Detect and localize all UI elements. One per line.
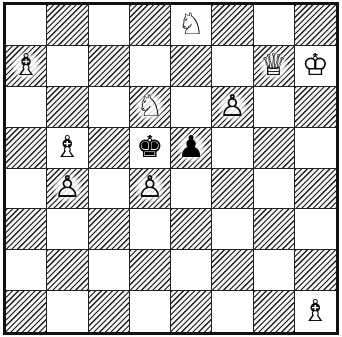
square-h3[interactable] (295, 209, 336, 250)
square-b3[interactable] (47, 209, 88, 250)
square-b8[interactable] (47, 5, 88, 46)
white-bishop-piece[interactable]: ♗ (302, 297, 329, 327)
chess-board: ♘ ♗ ♕ ♔ ♘ ♙ ♗ ♚ ♟ ♙ ♙ ♗ (6, 5, 336, 332)
square-b4[interactable]: ♙ (47, 169, 88, 210)
white-bishop-piece[interactable]: ♗ (12, 50, 41, 82)
square-g5[interactable] (254, 128, 295, 169)
square-c3[interactable] (89, 209, 130, 250)
square-f3[interactable] (212, 209, 253, 250)
square-g6[interactable] (254, 87, 295, 128)
square-h5[interactable] (295, 128, 336, 169)
square-a4[interactable] (6, 169, 47, 210)
square-a3[interactable] (6, 209, 47, 250)
square-h1[interactable]: ♗ (295, 291, 336, 332)
white-pawn-piece[interactable]: ♙ (218, 91, 247, 123)
square-c5[interactable] (89, 128, 130, 169)
square-f7[interactable] (212, 46, 253, 87)
square-c8[interactable] (89, 5, 130, 46)
chess-board-frame: ♘ ♗ ♕ ♔ ♘ ♙ ♗ ♚ ♟ ♙ ♙ ♗ (3, 2, 339, 335)
square-e3[interactable] (171, 209, 212, 250)
square-e1[interactable] (171, 291, 212, 332)
square-g2[interactable] (254, 250, 295, 291)
square-c7[interactable] (89, 46, 130, 87)
square-d2[interactable] (130, 250, 171, 291)
square-f4[interactable] (212, 169, 253, 210)
square-d5[interactable]: ♚ (130, 128, 171, 169)
white-queen-piece[interactable]: ♕ (259, 50, 288, 82)
black-pawn-piece[interactable]: ♟ (177, 132, 206, 164)
square-h7[interactable]: ♔ (295, 46, 336, 87)
square-d6[interactable]: ♘ (130, 87, 171, 128)
square-e2[interactable] (171, 250, 212, 291)
white-pawn-piece[interactable]: ♙ (135, 172, 164, 204)
white-king-piece[interactable]: ♔ (302, 51, 329, 81)
square-h2[interactable] (295, 250, 336, 291)
square-d7[interactable] (130, 46, 171, 87)
square-g3[interactable] (254, 209, 295, 250)
square-g4[interactable] (254, 169, 295, 210)
square-a5[interactable] (6, 128, 47, 169)
square-c4[interactable] (89, 169, 130, 210)
square-c6[interactable] (89, 87, 130, 128)
square-f6[interactable]: ♙ (212, 87, 253, 128)
square-d3[interactable] (130, 209, 171, 250)
square-f8[interactable] (212, 5, 253, 46)
square-h6[interactable] (295, 87, 336, 128)
square-f5[interactable] (212, 128, 253, 169)
square-c2[interactable] (89, 250, 130, 291)
square-a8[interactable] (6, 5, 47, 46)
square-f1[interactable] (212, 291, 253, 332)
square-g1[interactable] (254, 291, 295, 332)
square-d4[interactable]: ♙ (130, 169, 171, 210)
square-c1[interactable] (89, 291, 130, 332)
square-b5[interactable]: ♗ (47, 128, 88, 169)
square-b6[interactable] (47, 87, 88, 128)
square-d8[interactable] (130, 5, 171, 46)
square-e4[interactable] (171, 169, 212, 210)
square-g7[interactable]: ♕ (254, 46, 295, 87)
square-h4[interactable] (295, 169, 336, 210)
white-knight-piece[interactable]: ♘ (178, 10, 205, 40)
square-e6[interactable] (171, 87, 212, 128)
square-b7[interactable] (47, 46, 88, 87)
square-b1[interactable] (47, 291, 88, 332)
white-bishop-piece[interactable]: ♗ (54, 133, 81, 163)
square-a7[interactable]: ♗ (6, 46, 47, 87)
square-a6[interactable] (6, 87, 47, 128)
square-a1[interactable] (6, 291, 47, 332)
white-knight-piece[interactable]: ♘ (135, 91, 164, 123)
square-b2[interactable] (47, 250, 88, 291)
black-king-piece[interactable]: ♚ (136, 133, 163, 163)
square-g8[interactable] (254, 5, 295, 46)
square-e7[interactable] (171, 46, 212, 87)
square-h8[interactable] (295, 5, 336, 46)
square-a2[interactable] (6, 250, 47, 291)
white-pawn-piece[interactable]: ♙ (53, 172, 82, 204)
square-d1[interactable] (130, 291, 171, 332)
square-f2[interactable] (212, 250, 253, 291)
square-e8[interactable]: ♘ (171, 5, 212, 46)
square-e5[interactable]: ♟ (171, 128, 212, 169)
